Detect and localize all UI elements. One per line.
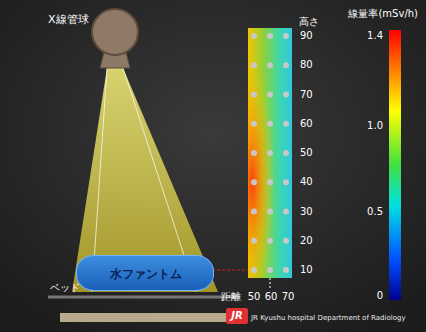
watermark: JR Kyushu hospital Department of Radiolo…: [251, 314, 406, 322]
grid-dot: [267, 92, 273, 98]
grid-dot: [283, 179, 289, 185]
height-value: 30: [300, 206, 313, 218]
grid-dot: [267, 121, 273, 127]
grid-dot: [283, 62, 289, 68]
grid-dot: [251, 33, 257, 39]
grid-dot: [251, 238, 257, 244]
height-value: 10: [300, 264, 313, 276]
xray-tube: X線管球: [40, 6, 140, 66]
distance-value: 60: [265, 291, 278, 303]
scale-value: 1.4: [367, 30, 383, 42]
grid-dot: [251, 267, 257, 273]
grid-dot: [267, 179, 273, 185]
height-value: 80: [300, 59, 313, 71]
grid-dot: [251, 121, 257, 127]
grid-dot: [251, 150, 257, 156]
phantom-label: 水ファントム: [110, 267, 182, 281]
logo-mark: JR: [231, 310, 242, 322]
grid-dot: [267, 238, 273, 244]
scale-value: 0: [377, 290, 383, 302]
grid-dot: [283, 267, 289, 273]
grid-dot: [251, 62, 257, 68]
height-value: 20: [300, 235, 313, 247]
grid-dot: [283, 238, 289, 244]
tube-label: X線管球: [48, 13, 89, 26]
grid-dot: [251, 209, 257, 215]
distance-value: 50: [248, 291, 261, 303]
bed-label: ベッド: [50, 282, 80, 294]
axis-title: 距離: [221, 291, 241, 303]
height-value: 90: [300, 30, 313, 42]
scale-value: 1.0: [367, 120, 383, 132]
grid-dot: [283, 92, 289, 98]
grid-dot: [267, 150, 273, 156]
grid-dot: [283, 33, 289, 39]
grid-dot: [251, 92, 257, 98]
height-value: 50: [300, 147, 313, 159]
distance-value: 70: [282, 291, 295, 303]
axis-title: 高さ: [299, 16, 319, 28]
grid-dot: [283, 121, 289, 127]
height-value: 70: [300, 89, 313, 101]
grid-dot: [251, 179, 257, 185]
grid-dot: [283, 150, 289, 156]
scale-value: 0.5: [367, 206, 383, 218]
grid-dot: [283, 209, 289, 215]
grid-dot: [267, 209, 273, 215]
grid-dot: [267, 267, 273, 273]
grid-dot: [267, 62, 273, 68]
water-phantom: 水ファントム: [76, 255, 214, 291]
height-value: 40: [300, 176, 313, 188]
height-value: 60: [300, 118, 313, 130]
legend-title: 線量率(mSv/h): [348, 8, 418, 20]
grid-dot: [267, 33, 273, 39]
